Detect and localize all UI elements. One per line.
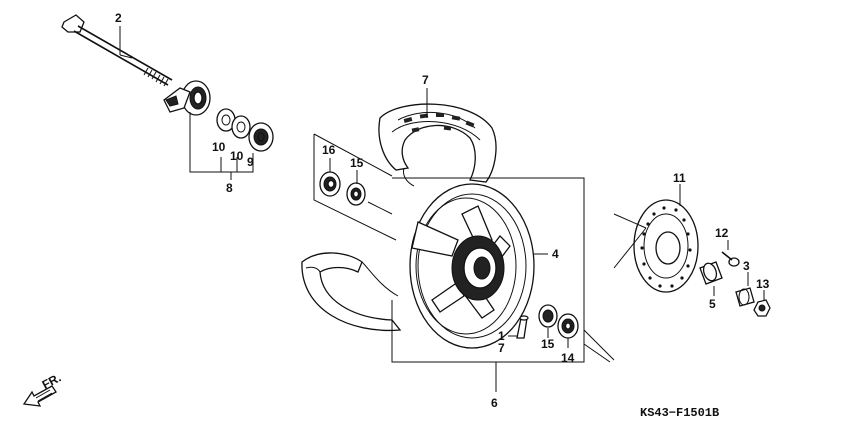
callout-9: 9 — [247, 155, 254, 169]
callout-3: 3 — [743, 259, 750, 273]
bearing-15-left — [346, 182, 366, 206]
collar-5 — [699, 261, 723, 285]
bearing-16 — [319, 171, 341, 197]
callout-8: 8 — [226, 181, 233, 195]
diagram-code: KS43−F1501B — [640, 406, 719, 420]
callout-11: 11 — [673, 171, 686, 185]
brake-disc — [633, 199, 699, 293]
callout-12: 12 — [715, 226, 729, 240]
callout-2: 2 — [115, 11, 122, 25]
callout-4: 4 — [552, 247, 559, 261]
callout-1: 1 — [498, 329, 505, 343]
axle-bolt — [61, 14, 173, 87]
callout-5: 5 — [709, 297, 716, 311]
nut-13 — [753, 299, 771, 317]
callout-13: 13 — [756, 277, 770, 291]
callout-6: 6 — [491, 396, 498, 410]
callout-16: 16 — [322, 143, 336, 157]
callout-10b: 10 — [230, 149, 244, 163]
valve-stem — [516, 315, 529, 339]
tire-upper — [378, 103, 497, 187]
wheel-rim — [409, 183, 535, 349]
collar-3 — [735, 287, 755, 307]
front-arrow-icon — [22, 385, 57, 407]
callout-15-left: 15 — [350, 156, 364, 170]
bearing-15-right — [538, 304, 558, 328]
tire-lower — [301, 252, 402, 332]
gear-9 — [248, 122, 274, 152]
washer-10b — [231, 115, 251, 139]
callout-10a: 10 — [212, 140, 226, 154]
bolt-12 — [721, 251, 740, 267]
seal-14 — [557, 313, 579, 339]
speedometer-gearbox — [163, 80, 211, 116]
callout-15-right: 15 — [541, 337, 555, 351]
callout-7-valve: 7 — [498, 341, 505, 355]
callout-14: 14 — [561, 351, 575, 365]
callout-7-tire: 7 — [422, 73, 429, 87]
front-marker: FR. — [40, 370, 64, 391]
